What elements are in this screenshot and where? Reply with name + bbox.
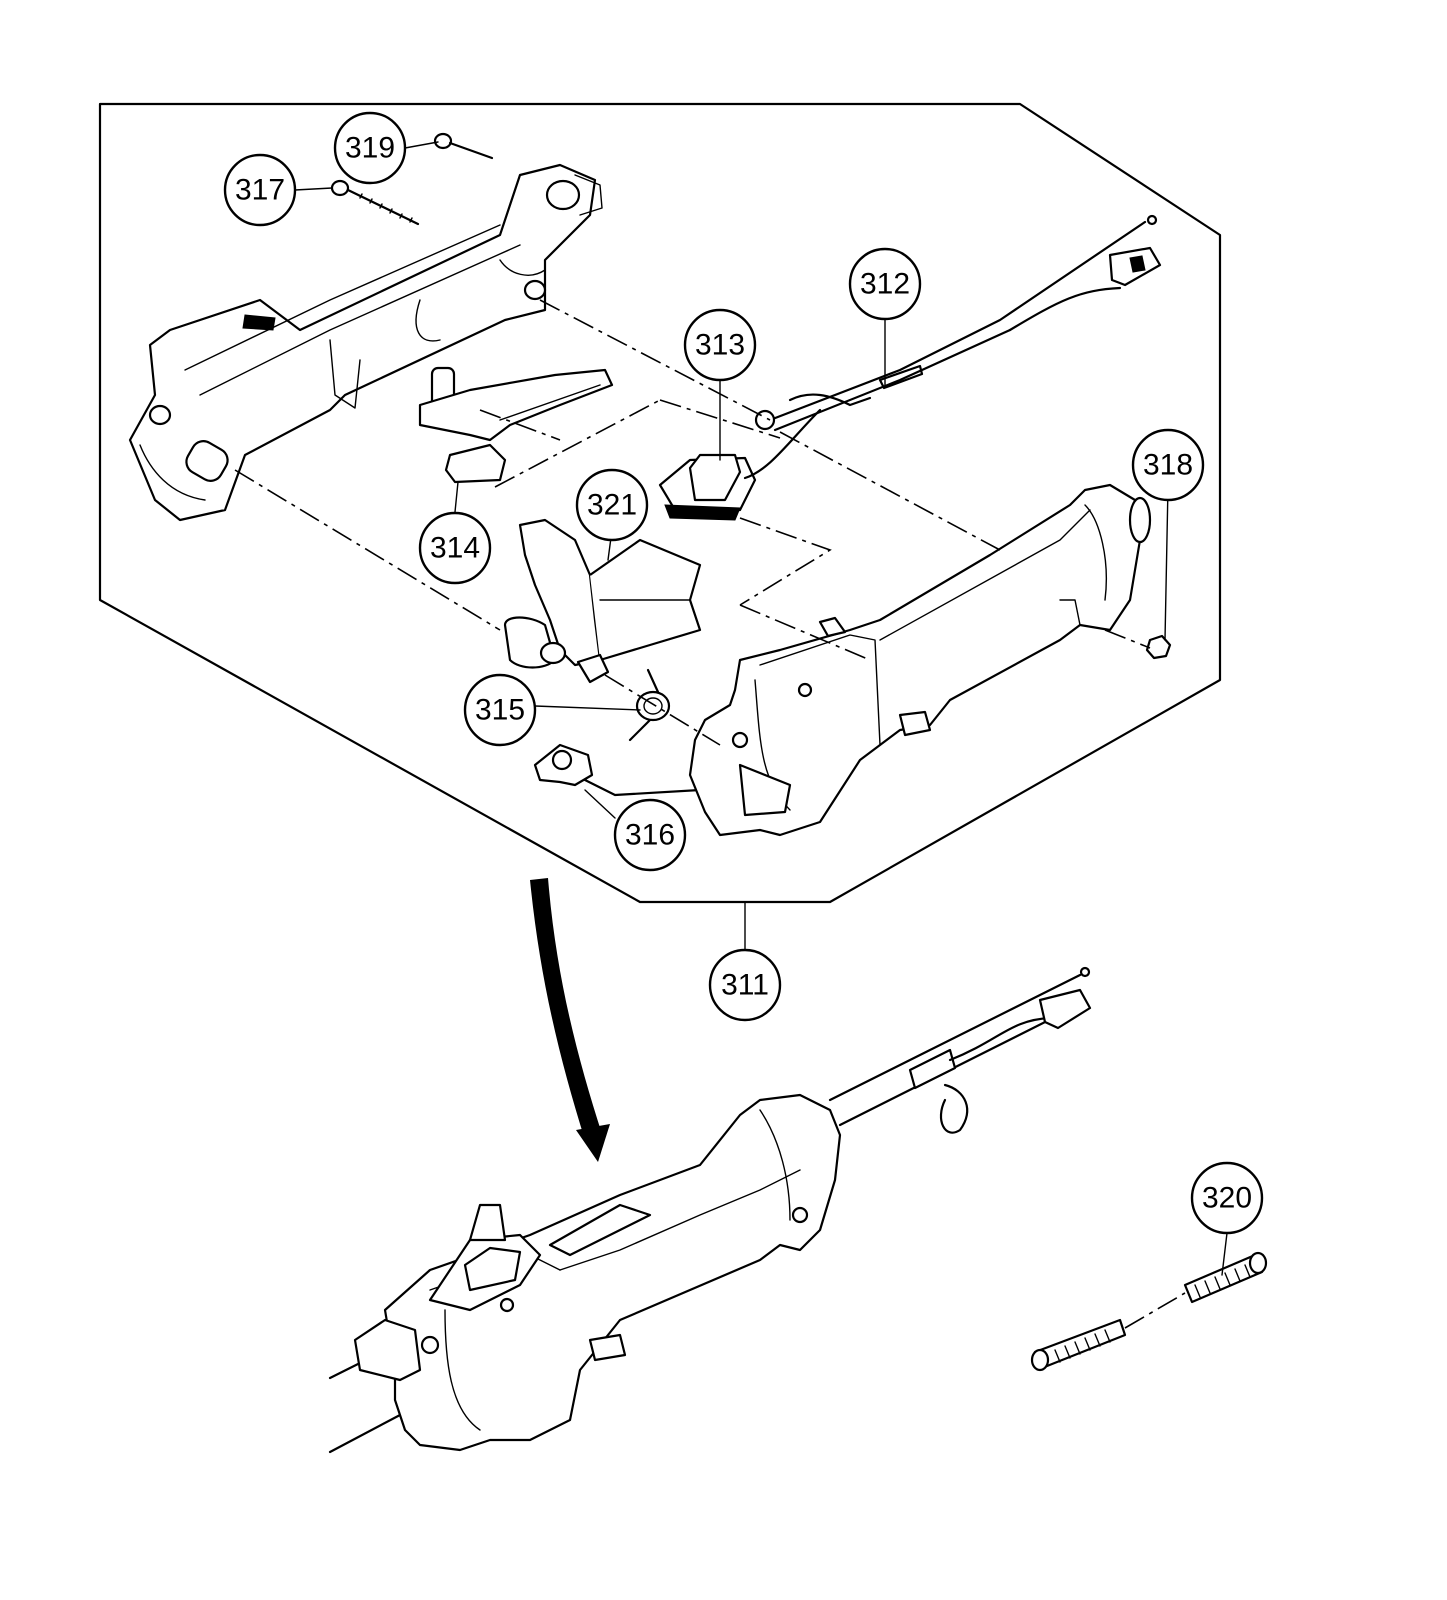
callout-label-317: 317 xyxy=(235,174,285,207)
screw-319 xyxy=(433,132,494,160)
leader-lines xyxy=(294,141,1228,1276)
stop-plate-316 xyxy=(533,743,702,797)
cable-guide-321 xyxy=(503,518,702,684)
throttle-trigger-314 xyxy=(418,366,614,484)
lower-handle-half xyxy=(688,483,1152,837)
callout-label-315: 315 xyxy=(475,694,525,727)
assembly-lines xyxy=(234,299,1151,746)
callout-label-316: 316 xyxy=(625,819,675,852)
callout-316: 316 xyxy=(613,798,687,872)
callout-314: 314 xyxy=(418,511,492,585)
assembly-arrow xyxy=(530,878,610,1162)
callout-320: 320 xyxy=(1190,1161,1264,1235)
callout-321: 321 xyxy=(575,468,649,542)
spring-315 xyxy=(628,668,671,742)
assembled-handle xyxy=(328,966,1092,1454)
callout-312: 312 xyxy=(848,247,922,321)
throttle-cable-312 xyxy=(754,214,1162,432)
screw-317 xyxy=(330,179,420,226)
callout-label-319: 319 xyxy=(345,132,395,165)
callout-label-314: 314 xyxy=(430,532,480,565)
callout-318: 318 xyxy=(1131,428,1205,502)
stop-switch-313 xyxy=(658,408,822,521)
callout-319: 319 xyxy=(333,111,407,185)
callout-label-320: 320 xyxy=(1202,1182,1252,1215)
callout-label-313: 313 xyxy=(695,329,745,362)
callout-label-311: 311 xyxy=(721,969,769,1002)
callout-label-321: 321 xyxy=(587,489,637,522)
stud-320 xyxy=(1030,1251,1268,1372)
callout-label-312: 312 xyxy=(860,268,910,301)
callout-317: 317 xyxy=(223,153,297,227)
exploded-view-frame xyxy=(98,102,1222,904)
callout-311: 311 xyxy=(708,948,782,1022)
callout-label-318: 318 xyxy=(1143,449,1193,482)
nut-318 xyxy=(1145,634,1172,660)
callout-313: 313 xyxy=(683,308,757,382)
upper-handle-half xyxy=(128,163,603,522)
callout-315: 315 xyxy=(463,673,537,747)
